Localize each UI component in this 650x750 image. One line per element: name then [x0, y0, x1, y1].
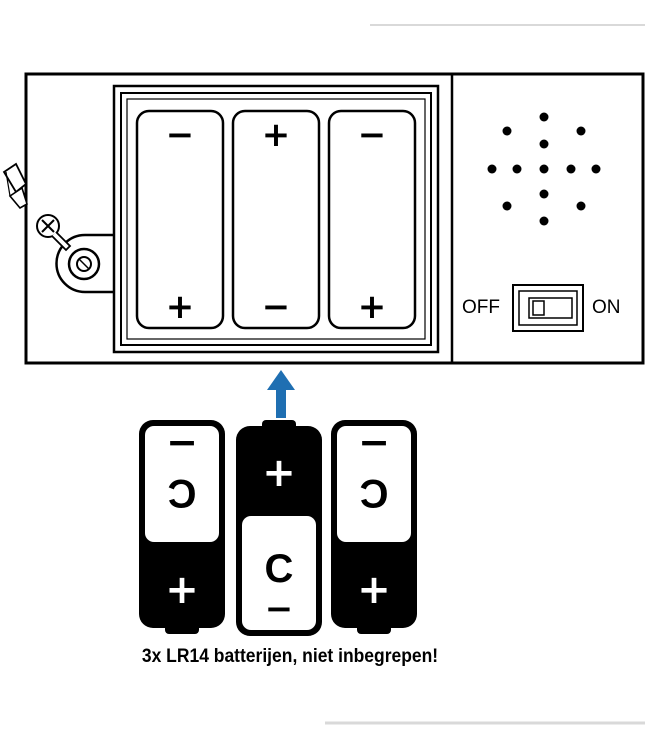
- screw-icon: [36, 214, 72, 252]
- battery-slot-1: −+: [135, 109, 225, 330]
- switch-off-label: OFF: [462, 297, 500, 318]
- battery-slot-2: +−: [231, 109, 321, 330]
- battery-2-type-label: C: [265, 547, 294, 591]
- screw-latch: [55, 233, 115, 294]
- screwdriver-icon: [2, 162, 28, 210]
- switch-on-label: ON: [592, 297, 621, 318]
- slot-3-top-symbol: −: [358, 115, 387, 155]
- battery-1-bottom-symbol: +: [165, 567, 199, 613]
- caption: 3x LR14 batterijen, niet inbegrepen!: [141, 646, 439, 667]
- battery-slot-3: −+: [327, 109, 417, 330]
- slot-1-bottom-symbol: +: [166, 287, 195, 327]
- power-switch[interactable]: [512, 284, 584, 332]
- switch-knob[interactable]: [532, 300, 545, 316]
- battery-1-top-symbol: −: [166, 420, 198, 464]
- battery-2-upright: + C−: [236, 420, 322, 636]
- battery-2-top-symbol: +: [262, 450, 296, 496]
- insert-arrow-icon: [267, 370, 295, 418]
- slot-2-top-symbol: +: [262, 115, 291, 155]
- battery-3-top-symbol: −: [358, 420, 390, 464]
- battery-3-bottom-symbol: +: [357, 567, 391, 613]
- battery-3-type-label: C: [360, 471, 389, 515]
- battery-3-inverted: − C +: [331, 420, 417, 634]
- slot-1-top-symbol: −: [166, 115, 195, 155]
- slot-2-bottom-symbol: −: [262, 287, 291, 327]
- speaker-grille-icon: [487, 112, 601, 226]
- battery-1-type-label: C: [168, 471, 197, 515]
- battery-2-bottom-symbol: −: [265, 589, 294, 629]
- slot-3-bottom-symbol: +: [358, 287, 387, 327]
- battery-1-inverted: − C +: [139, 420, 225, 634]
